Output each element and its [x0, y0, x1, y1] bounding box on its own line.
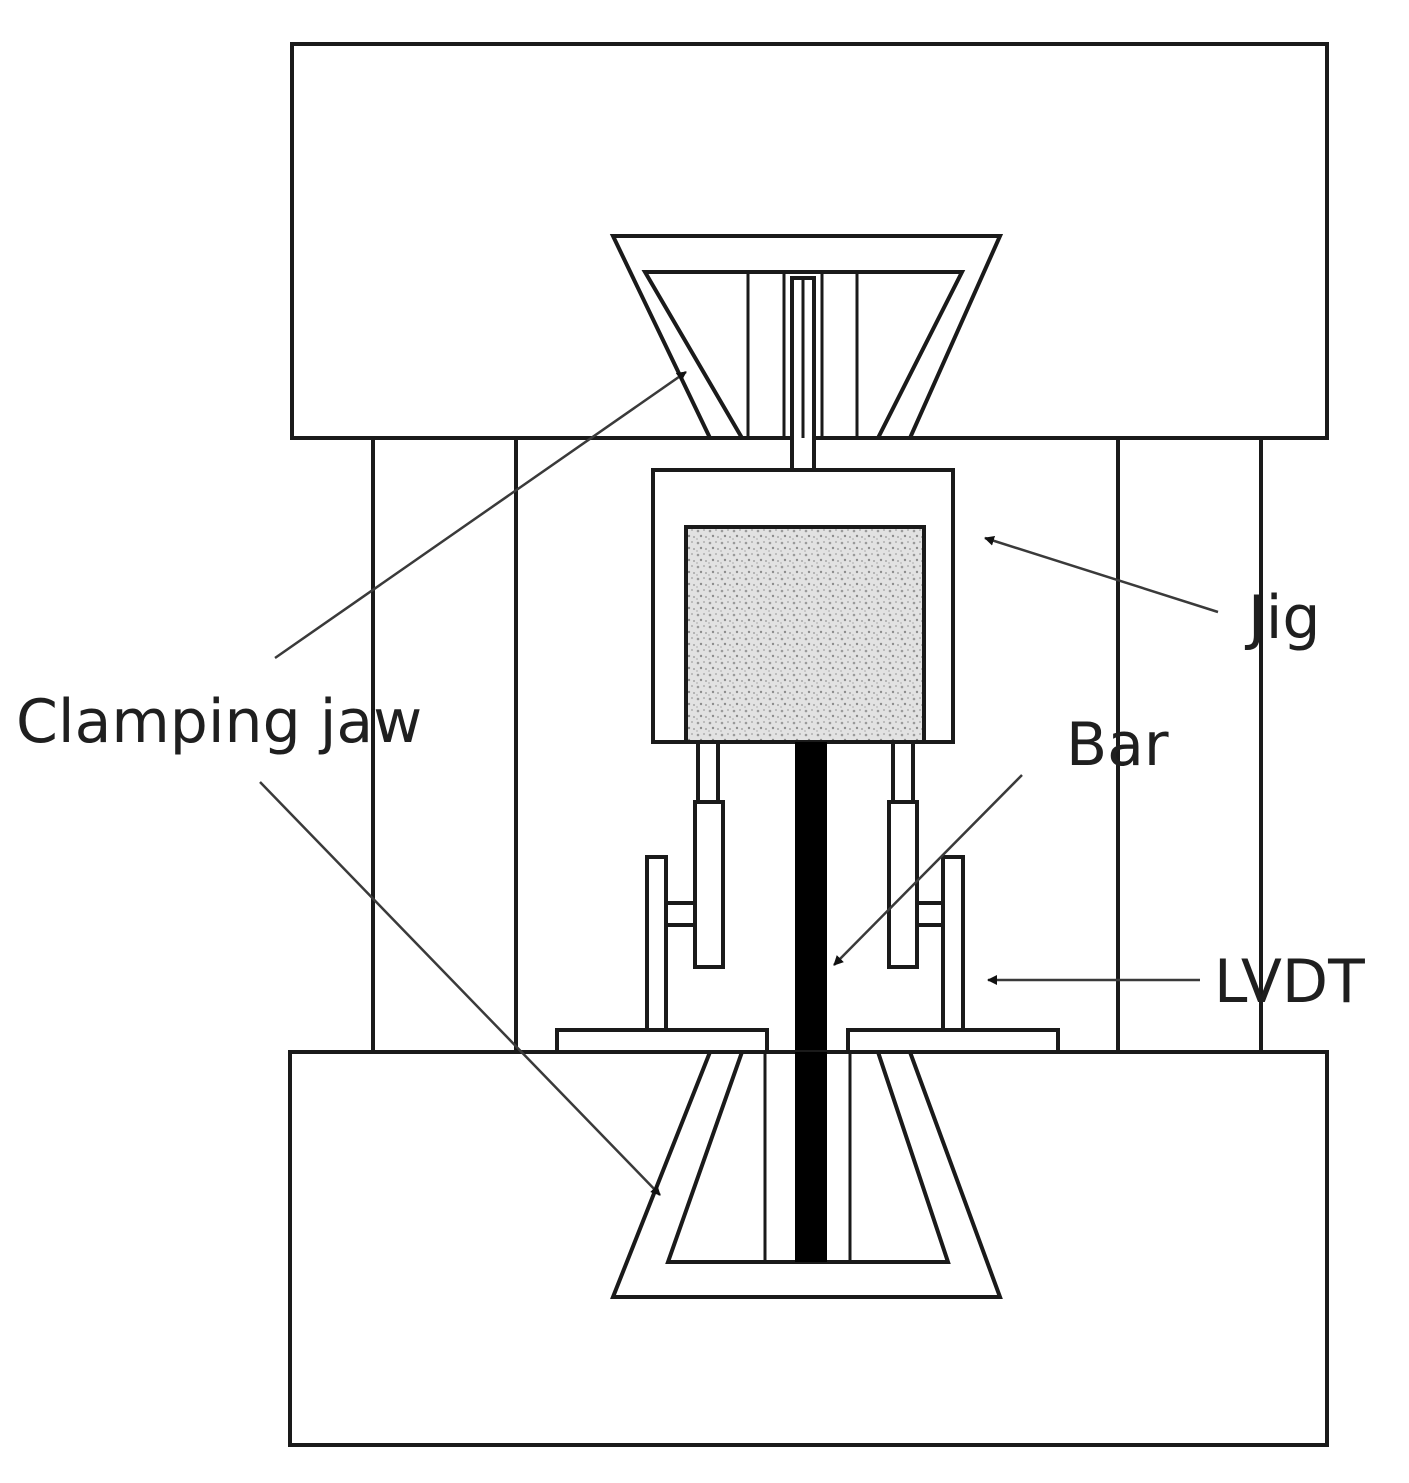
leader-clamping-jaw-lower	[259, 781, 661, 1196]
leader-clamping-jaw-upper	[274, 370, 687, 660]
label-clamping-jaw: Clamping jaw	[16, 687, 423, 757]
lvdt-right-connector	[915, 901, 945, 927]
leader-jig	[984, 535, 1219, 614]
lvdt-left-body	[693, 800, 725, 969]
base-plate-right	[846, 1028, 1060, 1054]
lvdt-right-post	[941, 855, 965, 1032]
lvdt-left-connector	[664, 901, 697, 927]
lvdt-left-post	[645, 855, 668, 1032]
base-plate-left	[555, 1028, 769, 1054]
leader-bar	[833, 774, 1023, 966]
jig-specimen	[684, 525, 926, 744]
label-lvdt: LVDT	[1214, 947, 1365, 1017]
lvdt-left-rod	[696, 740, 720, 804]
lvdt-right-rod	[891, 740, 915, 804]
right-column-outer	[1116, 436, 1263, 1054]
label-jig: Jig	[1248, 583, 1321, 653]
label-bar: Bar	[1066, 710, 1169, 780]
lower-bar-segment	[795, 1052, 827, 1262]
